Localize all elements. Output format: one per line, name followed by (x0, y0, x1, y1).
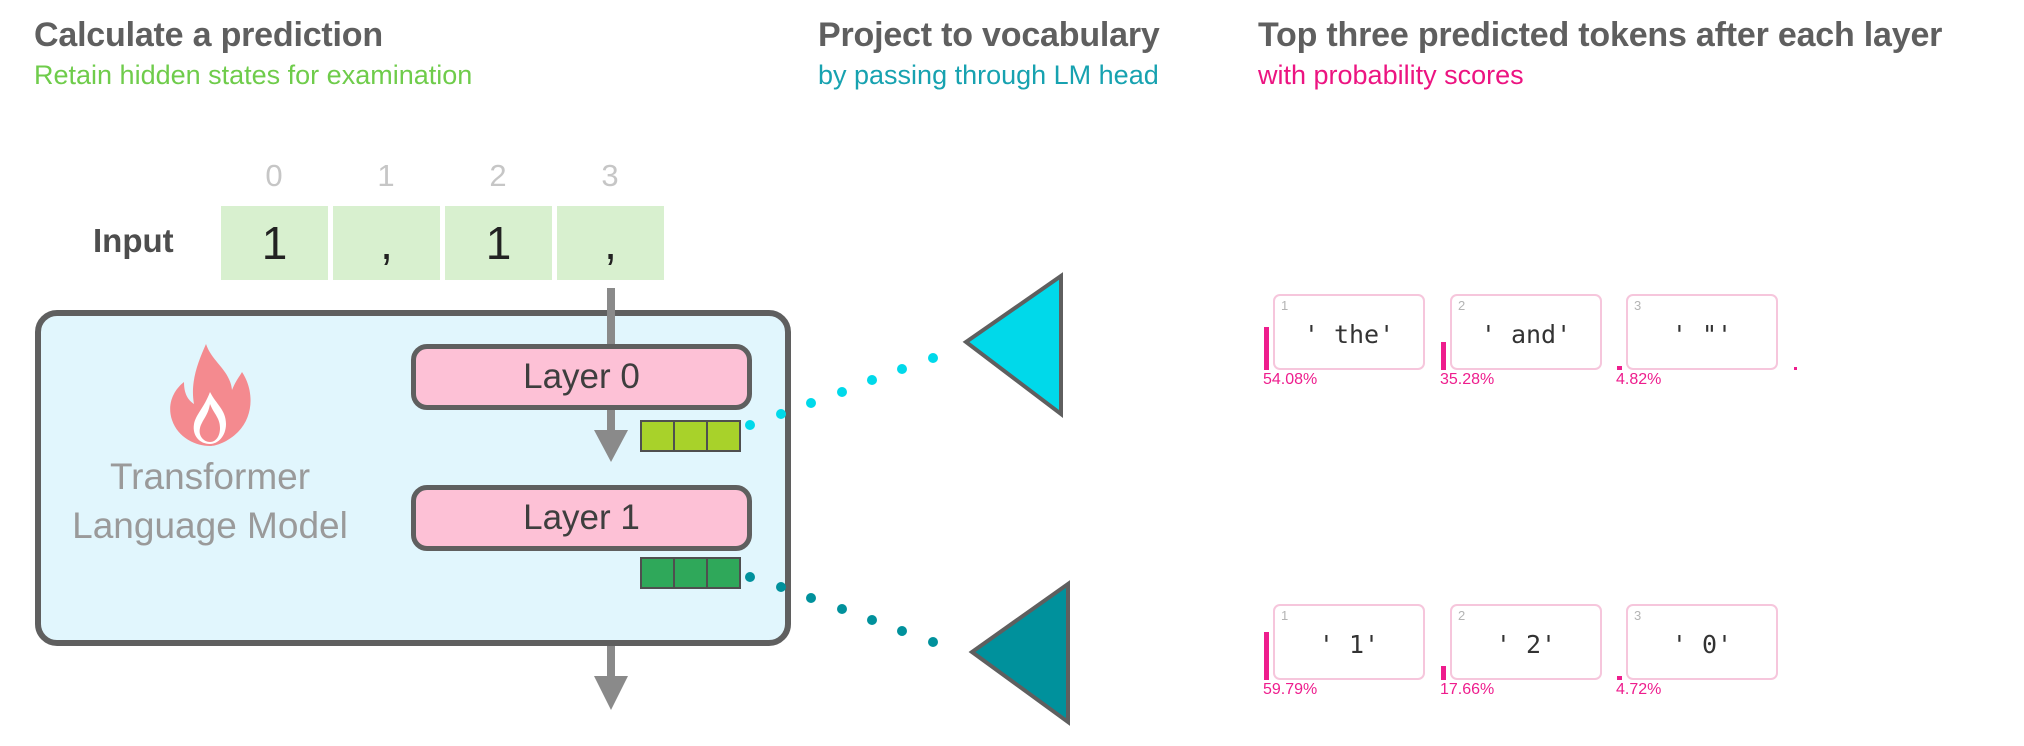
input-token-3: , (557, 206, 664, 280)
prediction-rank: 3 (1634, 608, 1642, 623)
input-token-1: , (333, 206, 440, 280)
prediction-rank: 1 (1281, 298, 1289, 313)
prediction-token: ' "' (1671, 320, 1733, 349)
position-index-2: 2 (489, 158, 507, 193)
dotted-connector-layer-0 (745, 353, 938, 430)
prediction-token: ' 1' (1318, 630, 1380, 659)
prediction-token: ' 2' (1495, 630, 1557, 659)
topk-title: Top three predicted tokens after each la… (1258, 16, 1943, 54)
input-label: Input (93, 222, 174, 259)
input-token-0: 1 (221, 206, 328, 280)
prediction-card: 2 ' and' (1450, 294, 1602, 370)
lm-head-layer-1-icon (968, 580, 1070, 726)
prediction-rank: 1 (1281, 608, 1289, 623)
input-token-2: 1 (445, 206, 552, 280)
prediction-card: 1 ' the' (1273, 294, 1425, 370)
output-down-arrowhead (594, 676, 628, 710)
probability-label: 54.08% (1263, 371, 1318, 388)
flame-icon (170, 344, 251, 446)
position-index-3: 3 (601, 158, 619, 193)
probability-label: 17.66% (1440, 681, 1495, 698)
layer-0-label: Layer 0 (523, 357, 640, 396)
predict-title: Calculate a prediction (34, 16, 383, 54)
hidden-state-cell (706, 557, 741, 589)
dotted-connector-layer-1 (745, 572, 938, 647)
probability-bar (1617, 676, 1622, 680)
probability-bar (1441, 666, 1446, 680)
prediction-token: ' 0' (1671, 630, 1733, 659)
probability-label: 35.28% (1440, 371, 1495, 388)
layer0-down-arrowhead (594, 430, 628, 462)
topk-subtitle: with probability scores (1258, 60, 1524, 90)
prediction-rank: 2 (1458, 608, 1466, 623)
prediction-token: ' the' (1303, 320, 1395, 349)
layer-1-label: Layer 1 (523, 498, 640, 537)
lm-head-layer-0-icon (962, 272, 1063, 419)
position-index-0: 0 (265, 158, 283, 193)
layer-1-block: Layer 1 (411, 485, 752, 551)
model-name-line2: Language Model (72, 505, 348, 546)
probability-bar (1441, 342, 1446, 370)
probability-label: 4.72% (1616, 681, 1662, 698)
project-subtitle: by passing through LM head (818, 60, 1159, 90)
prediction-card: 3 ' "' (1626, 294, 1778, 370)
probability-bar (1264, 632, 1269, 680)
layer-0-block: Layer 0 (411, 344, 752, 410)
probability-label: 4.82% (1616, 371, 1662, 388)
model-name-line1: Transformer (109, 456, 311, 497)
hidden-state-cell (706, 420, 741, 452)
prediction-card: 1 ' 1' (1273, 604, 1425, 680)
probability-bar (1264, 327, 1269, 370)
hidden-state-layer-1 (640, 557, 741, 589)
prediction-rank: 3 (1634, 298, 1642, 313)
probability-label: 59.79% (1263, 681, 1318, 698)
prediction-token: ' and' (1480, 320, 1572, 349)
predict-subtitle: Retain hidden states for examination (34, 60, 473, 90)
prediction-card: 3 ' 0' (1626, 604, 1778, 680)
hidden-state-cell (640, 420, 675, 452)
prediction-rank: 2 (1458, 298, 1466, 313)
position-index-1: 1 (377, 158, 395, 193)
hidden-state-layer-0 (640, 420, 741, 452)
probability-bar (1617, 366, 1622, 370)
project-title: Project to vocabulary (818, 16, 1160, 54)
decorative-tick (1794, 367, 1797, 370)
prediction-card: 2 ' 2' (1450, 604, 1602, 680)
